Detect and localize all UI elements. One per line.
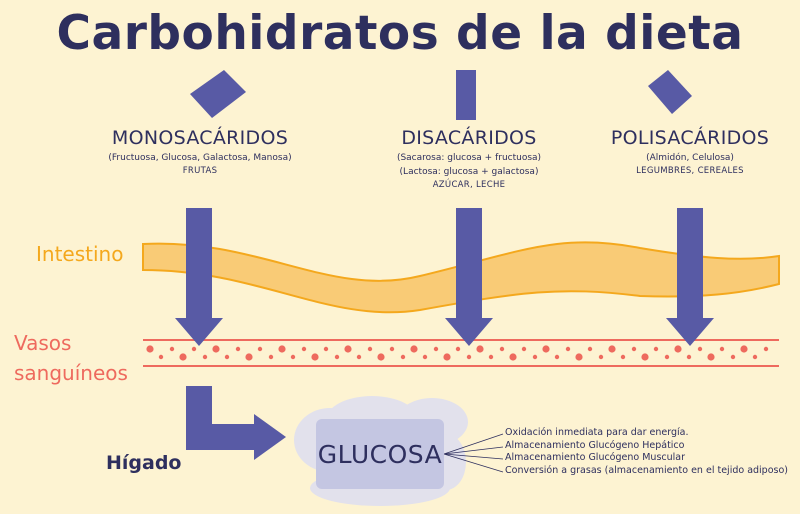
blood-cell [390, 347, 394, 351]
blood-cell [456, 347, 460, 351]
blood-cell [245, 353, 252, 360]
blood-cell [291, 355, 295, 359]
blood-cell [377, 353, 384, 360]
blood-cell [179, 353, 186, 360]
blood-cell [720, 347, 724, 351]
blood-vessels-label-line2: sanguíneos [14, 358, 128, 388]
blood-cell [324, 347, 328, 351]
blood-cell [258, 347, 262, 351]
liver-label: Hígado [106, 452, 182, 474]
blood-cell [599, 355, 603, 359]
blood-cell [641, 353, 648, 360]
top-arrow-center [456, 70, 476, 120]
blood-cell [410, 345, 417, 352]
category-foods: LEGUMBRES, CEREALES [590, 165, 790, 178]
blood-cell [269, 355, 273, 359]
blood-cell [278, 345, 285, 352]
category-detail: (Sacarosa: glucosa + fructuosa) [369, 151, 569, 165]
blood-cell [159, 355, 163, 359]
glucose-uses-list: Oxidación inmediata para dar energía. Al… [505, 427, 788, 477]
intestine-label: Intestino [36, 242, 123, 266]
top-arrow-right [648, 70, 692, 114]
category-disaccharides: DISACÁRIDOS (Sacarosa: glucosa + fructuo… [369, 127, 569, 192]
blood-cell [764, 347, 768, 351]
blood-cell [707, 353, 714, 360]
category-foods: AZÚCAR, LECHE [369, 179, 569, 192]
blood-cell [588, 347, 592, 351]
blood-cell [500, 347, 504, 351]
glucose-use-item: Almacenamiento Glucógeno Hepático [505, 440, 788, 453]
blood-cell [621, 355, 625, 359]
blood-cell [236, 347, 240, 351]
glucose-use-item: Conversión a grasas (almacenamiento en e… [505, 465, 788, 478]
blood-cell [443, 353, 450, 360]
category-detail: (Almidón, Celulosa) [590, 151, 790, 165]
blood-cell [357, 355, 361, 359]
blood-cell [335, 355, 339, 359]
blood-cell [608, 345, 615, 352]
glucose-use-item: Oxidación inmediata para dar energía. [505, 427, 788, 440]
blood-vessels-label: Vasos sanguíneos [14, 328, 128, 388]
category-name: MONOSACÁRIDOS [100, 127, 300, 149]
glucose-box: GLUCOSA [316, 419, 444, 489]
blood-cell [401, 355, 405, 359]
top-arrow-left [190, 70, 246, 118]
blood-cell [368, 347, 372, 351]
category-detail: (Fructuosa, Glucosa, Galactosa, Manosa) [100, 151, 300, 165]
blood-cell [698, 347, 702, 351]
blood-cell [731, 355, 735, 359]
blood-cell [170, 347, 174, 351]
blood-vessel [143, 340, 779, 366]
blood-cell [753, 355, 757, 359]
category-monosaccharides: MONOSACÁRIDOS (Fructuosa, Glucosa, Galac… [100, 127, 300, 178]
glucose-use-item: Almacenamiento Glucógeno Muscular [505, 452, 788, 465]
blood-cell [632, 347, 636, 351]
blood-cell [542, 345, 549, 352]
blood-cell [423, 355, 427, 359]
blood-vessels-label-line1: Vasos [14, 328, 128, 358]
blood-cell [476, 345, 483, 352]
blood-cell [203, 355, 207, 359]
blood-cell [687, 355, 691, 359]
blood-cell [575, 353, 582, 360]
blood-cell [434, 347, 438, 351]
blood-cell [654, 347, 658, 351]
page-title: Carbohidratos de la dieta [0, 6, 800, 61]
blood-cell [533, 355, 537, 359]
blood-cell [225, 355, 229, 359]
blood-cell [522, 347, 526, 351]
blood-cell [566, 347, 570, 351]
blood-cell [665, 355, 669, 359]
blood-cell [674, 345, 681, 352]
blood-cell [192, 347, 196, 351]
category-polysaccharides: POLISACÁRIDOS (Almidón, Celulosa) LEGUMB… [590, 127, 790, 178]
blood-cell [212, 345, 219, 352]
category-detail: (Lactosa: glucosa + galactosa) [369, 165, 569, 179]
blood-cell [740, 345, 747, 352]
category-foods: FRUTAS [100, 165, 300, 178]
blood-cell [467, 355, 471, 359]
blood-cell [344, 345, 351, 352]
blood-cell [555, 355, 559, 359]
liver-arrow [186, 386, 286, 460]
category-name: POLISACÁRIDOS [590, 127, 790, 149]
blood-cell [509, 353, 516, 360]
blood-cell [146, 345, 153, 352]
blood-cell [311, 353, 318, 360]
category-name: DISACÁRIDOS [369, 127, 569, 149]
blood-cell [489, 355, 493, 359]
blood-cell [302, 347, 306, 351]
